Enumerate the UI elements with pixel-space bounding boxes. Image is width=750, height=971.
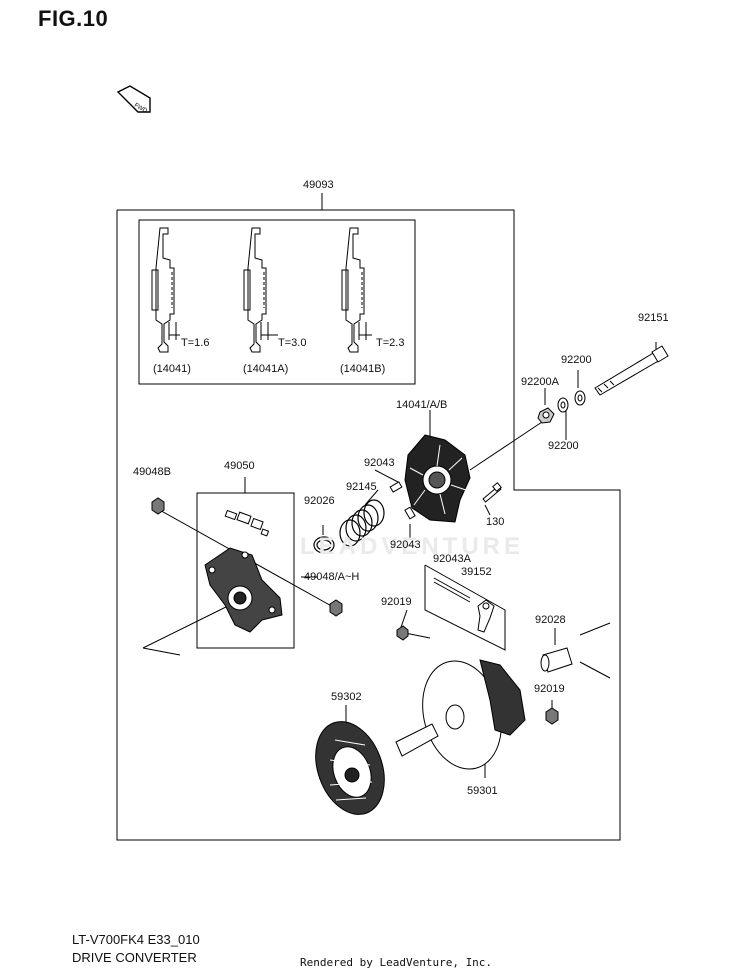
weight-part-1: (14041)	[153, 363, 191, 375]
washer-92200	[537, 390, 586, 424]
render-credit: Rendered by LeadVenture, Inc.	[300, 956, 493, 969]
label-92028: 92028	[535, 614, 566, 626]
movable-sheave-59301	[422, 659, 526, 770]
model-code: LT-V700FK4 E33_010	[72, 932, 200, 947]
label-92200-top: 92200	[561, 354, 592, 366]
fixed-sheave-59302	[315, 721, 439, 815]
label-14041AB: 14041/A/B	[396, 399, 448, 411]
label-92151: 92151	[638, 312, 669, 324]
label-92019-a: 92019	[381, 596, 412, 608]
assembly-frame	[116, 209, 621, 841]
nut-92019a	[396, 625, 409, 641]
watermark: LEADVENTURE	[300, 533, 525, 560]
label-49048AH: 49048/A~H	[304, 571, 360, 583]
label-49093: 49093	[303, 179, 334, 191]
label-92200-bottom: 92200	[548, 440, 579, 452]
weights-inset-box	[138, 219, 416, 385]
spring-92145	[339, 499, 385, 547]
figure-title: FIG.10	[38, 6, 109, 31]
weights-group	[151, 227, 372, 353]
label-92019-b: 92019	[534, 683, 565, 695]
weight-thickness-2: T=3.0	[278, 337, 307, 349]
label-92043A: 92043A	[433, 553, 471, 565]
fwd-arrow-icon: FWD	[116, 85, 151, 115]
weight-thickness-3: T=2.3	[376, 337, 405, 349]
label-59301: 59301	[467, 785, 498, 797]
label-49048B: 49048B	[133, 466, 171, 478]
section-title: DRIVE CONVERTER	[72, 950, 197, 965]
oring-92026	[313, 536, 335, 554]
label-39152: 39152	[461, 566, 492, 578]
nut-49048AH	[329, 599, 343, 617]
weight-part-3: (14041B)	[340, 363, 386, 375]
label-92043-b: 92043	[390, 539, 421, 551]
label-130: 130	[486, 516, 505, 528]
arm-39152	[433, 577, 495, 633]
slider-parts	[224, 509, 270, 537]
ramp-plate-14041	[404, 434, 471, 523]
label-92026: 92026	[304, 495, 335, 507]
weight-thickness-1: T=1.6	[181, 337, 210, 349]
label-92200A: 92200A	[521, 376, 559, 388]
bolt-130	[482, 482, 502, 503]
nut-92019b	[545, 707, 559, 725]
spider-49050	[204, 547, 283, 633]
label-49050: 49050	[224, 460, 255, 472]
label-92145: 92145	[346, 481, 377, 493]
weight-part-2: (14041A)	[243, 363, 289, 375]
collar-92028	[540, 647, 573, 673]
bolt-92151	[594, 345, 669, 396]
pin-92043	[389, 481, 416, 520]
label-92043-a: 92043	[364, 457, 395, 469]
label-59302: 59302	[331, 691, 362, 703]
nut-49048B	[151, 497, 165, 515]
